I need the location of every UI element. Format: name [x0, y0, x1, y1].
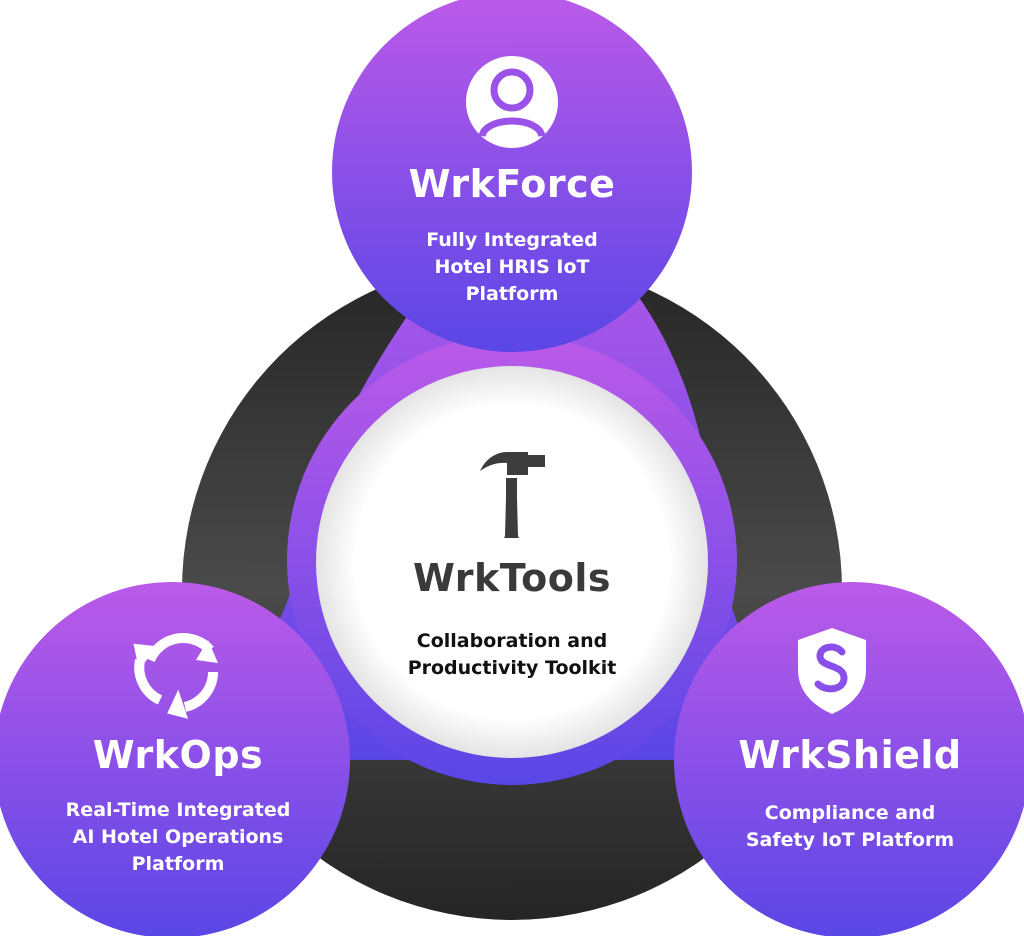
- wrkops-line: Real-Time Integrated: [65, 799, 291, 821]
- wrkshield-line: Safety IoT Platform: [745, 829, 955, 851]
- node-top-circle: [332, 0, 692, 352]
- wrkforce-line: Platform: [465, 283, 559, 305]
- wrkforce-line: Fully Integrated: [426, 229, 598, 251]
- center-circle: [316, 366, 708, 758]
- wrktools-line: Collaboration and: [416, 630, 608, 652]
- wrkops-description: Real-Time Integrated AI Hotel Operations…: [28, 797, 328, 878]
- wrkshield-description: Compliance and Safety IoT Platform: [695, 800, 1005, 854]
- recycle-arrows-icon: [133, 633, 218, 719]
- wrkshield-line: Compliance and: [764, 802, 936, 824]
- wrkops-title: WrkOps: [92, 733, 264, 777]
- wrkforce-title: WrkForce: [408, 162, 616, 206]
- wrktools-description: Collaboration and Productivity Toolkit: [362, 628, 662, 682]
- shield-icon: [798, 628, 866, 714]
- wrkforce-line: Hotel HRIS IoT: [434, 256, 590, 278]
- node-left-circle: [0, 582, 350, 936]
- wrkshield-title: WrkShield: [738, 733, 962, 777]
- node-right-circle: [674, 582, 1024, 936]
- wrkforce-description: Fully Integrated Hotel HRIS IoT Platform: [362, 227, 662, 308]
- wrkops-line: Platform: [131, 853, 225, 875]
- hammer-icon: [480, 452, 545, 538]
- wrkops-line: AI Hotel Operations: [72, 826, 284, 848]
- user-icon: [466, 56, 558, 148]
- wrktools-title: WrkTools: [413, 556, 611, 600]
- wrktools-line: Productivity Toolkit: [407, 657, 617, 679]
